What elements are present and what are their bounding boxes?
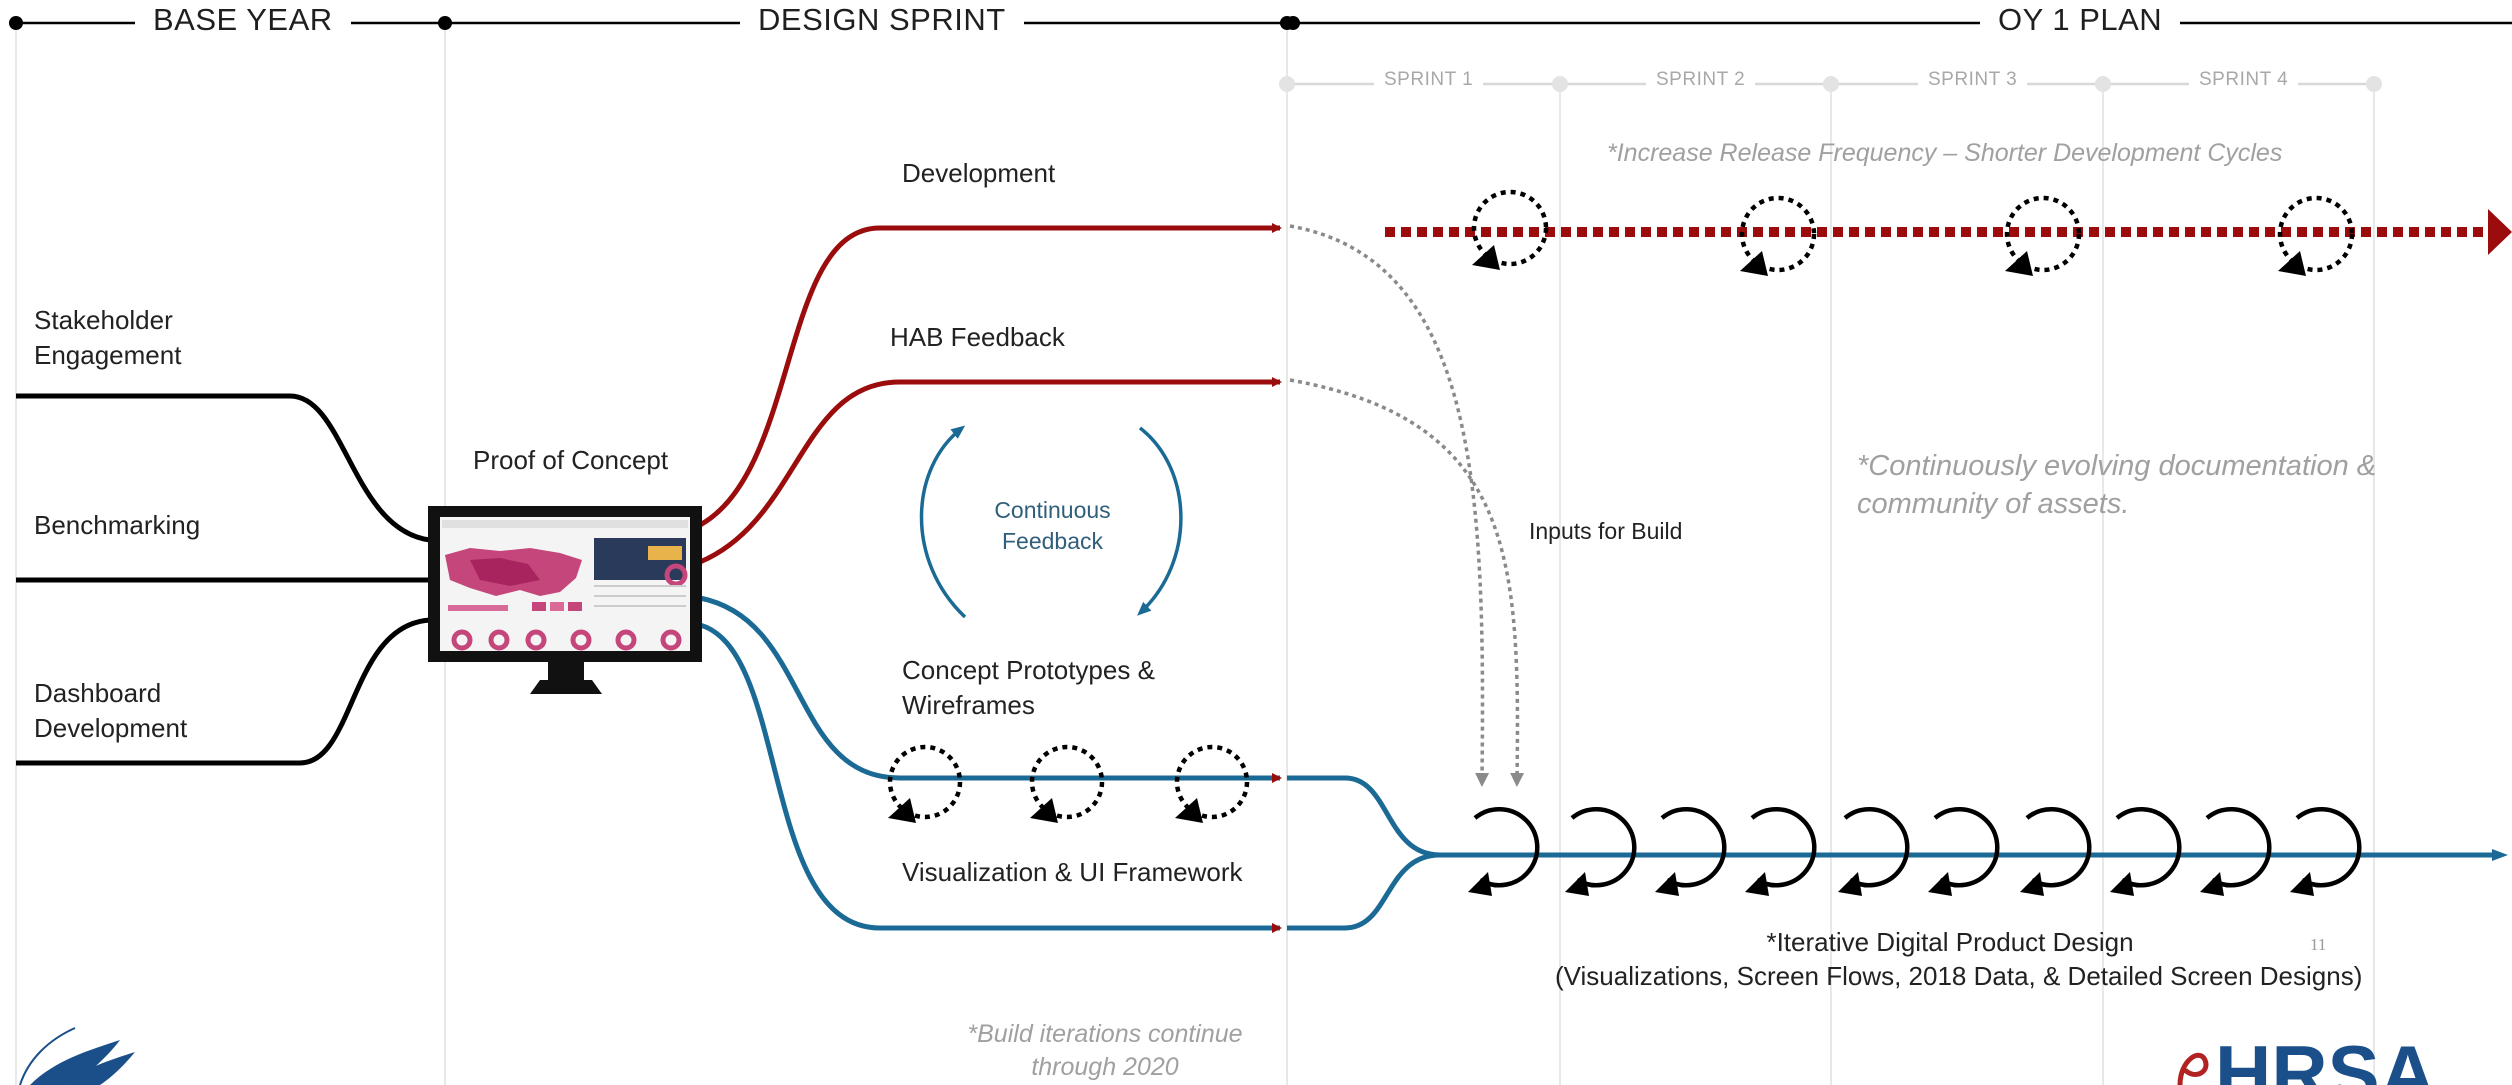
design-curves (699, 595, 2508, 933)
sprint-2-label: SPRINT 2 (1646, 69, 1756, 91)
grid-lines (15, 25, 2375, 1085)
iterative-cycles (1473, 807, 2362, 888)
phase-base-year: BASE YEAR (135, 2, 351, 38)
concept-prototypes-label: Concept Prototypes & Wireframes (902, 655, 1155, 720)
prototype-cycles (887, 744, 1250, 820)
sprint-4-label: SPRINT 4 (2189, 69, 2299, 91)
inputs-for-build-arrows (1289, 224, 1525, 787)
hrsa-logo: HRSA (2177, 1029, 2436, 1085)
phase-design-sprint: DESIGN SPRINT (740, 2, 1024, 38)
input-curves (16, 393, 431, 766)
build-iterations-note: *Build iterations continue through 2020 (967, 1020, 1243, 1081)
visualization-framework-label: Visualization & UI Framework (902, 857, 1243, 887)
continuous-feedback-label: Continuous Feedback (994, 497, 1111, 554)
release-frequency-note: *Increase Release Frequency – Shorter De… (1607, 139, 2283, 167)
continuous-feedback-arcs (919, 425, 1183, 619)
iterative-design-note: *Iterative Digital Product Design (Visua… (1555, 927, 2363, 991)
inputs-for-build-label: Inputs for Build (1529, 518, 1683, 544)
hhs-seal-logo (19, 1027, 135, 1085)
proof-of-concept-label: Proof of Concept (473, 445, 669, 475)
prototype-cycle-arrowheads (888, 798, 1203, 823)
stakeholder-engagement-label: Stakeholder Engagement (34, 305, 182, 370)
dashboard-development-label: Dashboard Development (34, 678, 188, 743)
release-line (1385, 209, 2512, 255)
iterative-cycle-arrowheads (1468, 872, 2314, 896)
page-number: 11 (2310, 935, 2327, 954)
sprint-3-label: SPRINT 3 (1918, 69, 2028, 91)
monitor-icon (428, 506, 702, 694)
hab-feedback-label: HAB Feedback (890, 322, 1065, 352)
development-label: Development (902, 158, 1056, 188)
hrsa-logo-text: HRSA (2215, 1029, 2436, 1085)
phase-oy1-plan: OY 1 PLAN (1980, 2, 2181, 38)
evolving-documentation-note: *Continuously evolving documentation & c… (1857, 450, 2377, 520)
benchmarking-label: Benchmarking (34, 510, 201, 540)
sprint-1-label: SPRINT 1 (1374, 69, 1484, 91)
development-curves (698, 223, 1282, 565)
sprint-cycles (1471, 189, 2355, 273)
sprint-cycle-arrowheads (1472, 245, 2306, 276)
